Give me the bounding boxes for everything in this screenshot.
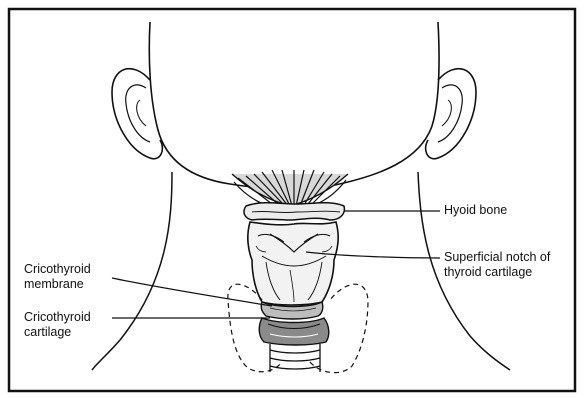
cricothyroid-cartilage-text-line2: cartilage [24, 325, 91, 340]
cricothyroid-membrane-label: Cricothyroid membrane [24, 262, 91, 292]
head-outline [149, 22, 439, 190]
cricothyroid-cartilage-label: Cricothyroid cartilage [24, 310, 91, 340]
trachea [270, 344, 320, 372]
neck-left-outline [92, 172, 172, 370]
cricoid-cartilage [259, 318, 329, 345]
cricothyroid-membrane-text-line2: membrane [24, 277, 91, 292]
superficial-notch-text-line2: thyroid cartilage [444, 265, 550, 280]
right-ear [426, 69, 476, 159]
membrane-leader-line [112, 278, 272, 306]
cricothyroid-membrane-text-line1: Cricothyroid [24, 262, 91, 277]
hyoid-bone [244, 203, 344, 220]
hyoid-bone-text: Hyoid bone [444, 203, 507, 218]
cricothyroid-cartilage-text-line1: Cricothyroid [24, 310, 91, 325]
thyroid-cartilage [248, 222, 338, 305]
superficial-notch-text-line1: Superficial notch of [444, 250, 550, 265]
superficial-notch-label: Superficial notch of thyroid cartilage [444, 250, 550, 280]
hyoid-bone-label: Hyoid bone [444, 203, 507, 218]
